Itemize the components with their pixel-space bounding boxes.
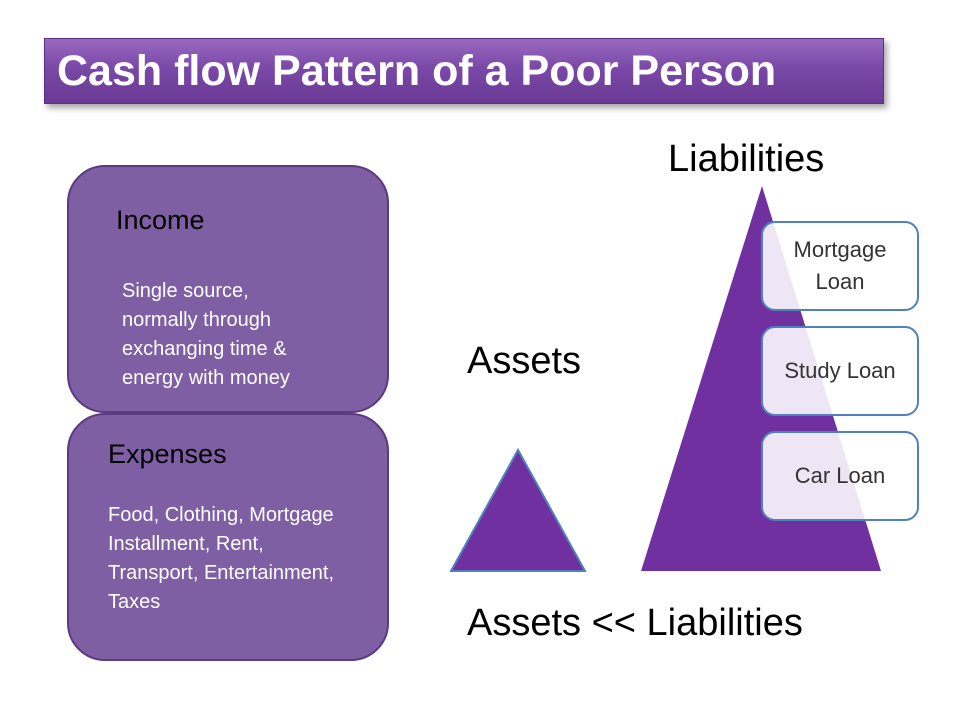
income-description: Single source, normally through exchangi… (122, 280, 290, 389)
car-loan-box: Car Loan (761, 431, 919, 521)
page-title: Cash flow Pattern of a Poor Person (57, 47, 777, 95)
income-heading: Income (116, 205, 205, 235)
liabilities-label: Liabilities (668, 138, 825, 180)
mortgage-loan-box: Mortgage Loan (761, 221, 919, 311)
expenses-description: Food, Clothing, Mortgage Installment, Re… (108, 504, 335, 613)
assets-label: Assets (467, 340, 582, 382)
expenses-box: Expenses Food, Clothing, Mortgage Instal… (67, 413, 389, 661)
study-loan-box: Study Loan (761, 326, 919, 416)
comparison-label: Assets << Liabilities (467, 602, 803, 644)
title-banner: Cash flow Pattern of a Poor Person (44, 38, 884, 104)
assets-triangle (449, 447, 587, 572)
expenses-heading: Expenses (108, 439, 227, 469)
income-box: Income Single source, normally through e… (67, 165, 389, 413)
